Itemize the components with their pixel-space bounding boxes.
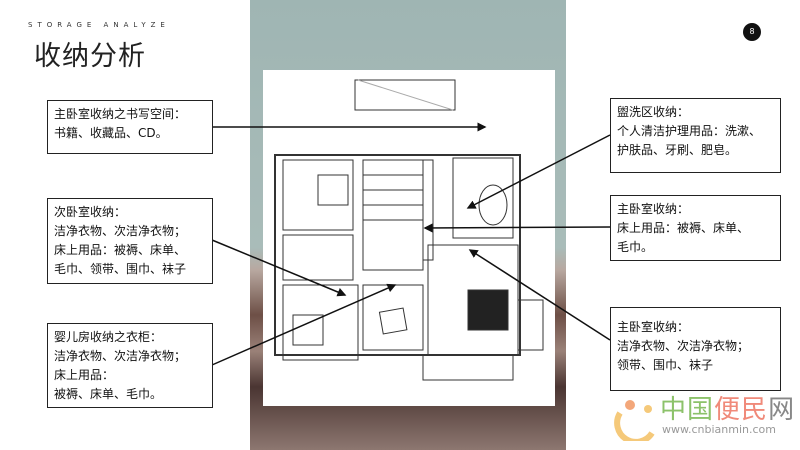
page-number: 8 [743,23,761,41]
callout-text: 主卧室收纳之书写空间： [54,107,187,121]
callout-text: 领带、围巾、袜子 [617,358,714,372]
callout-line-master-clothes [468,249,611,341]
callout-text: 书籍、收藏品、CD。 [54,126,168,140]
callout-text: 毛巾、领带、围巾、袜子 [54,262,187,276]
callout-line-nursery [211,283,397,366]
callout-text: 主卧室收纳： [617,202,690,216]
watermark-text: 中国便民网 [660,395,796,425]
watermark-url: www.cnbianmin.com [662,423,776,436]
callout-second-bedroom: 次卧室收纳： 洁净衣物、次洁净衣物； 床上用品：被褥、床单、 毛巾、领带、围巾、… [47,198,213,284]
callout-master-bedding: 主卧室收纳： 床上用品：被褥、床单、 毛巾。 [610,195,781,261]
callout-line-washroom [466,134,611,209]
callout-washroom: 盥洗区收纳： 个人清洁护理用品：洗漱、 护肤品、牙刷、肥皂。 [610,98,781,173]
callout-line-master-bedding [423,223,611,233]
callout-master-clothes: 主卧室收纳： 洁净衣物、次洁净衣物； 领带、围巾、袜子 [610,307,781,391]
callout-text: 被褥、床单、毛巾。 [54,387,163,401]
page-title: 收纳分析 [34,41,146,72]
callout-text: 洁净衣物、次洁净衣物； [54,349,187,363]
watermark-logo-icon [614,400,655,445]
callout-text: 次卧室收纳： [54,205,127,219]
callout-line-second-bedroom [211,239,347,297]
callout-text: 毛巾。 [617,240,654,254]
callout-text: 床上用品：被褥、床单、 [617,221,750,235]
callout-text: 洁净衣物、次洁净衣物； [617,339,750,353]
callout-text: 盥洗区收纳： [617,105,690,119]
callout-text: 主卧室收纳： [617,320,690,334]
callout-text: 护肤品、牙刷、肥皂。 [617,143,738,157]
callout-text: 洁净衣物、次洁净衣物； [54,224,187,238]
callout-text: 床上用品： [54,368,115,382]
watermark: 中国便民网 www.cnbianmin.com [612,395,794,445]
callout-text: 个人清洁护理用品：洗漱、 [617,124,762,138]
callout-nursery: 婴儿房收纳之衣柜： 洁净衣物、次洁净衣物； 床上用品： 被褥、床单、毛巾。 [47,323,213,408]
callout-text: 床上用品：被褥、床单、 [54,243,187,257]
callout-study: 主卧室收纳之书写空间： 书籍、收藏品、CD。 [47,100,213,154]
page-subtitle: STORAGE ANALYZE [28,21,170,29]
callout-text: 婴儿房收纳之衣柜： [54,330,163,344]
